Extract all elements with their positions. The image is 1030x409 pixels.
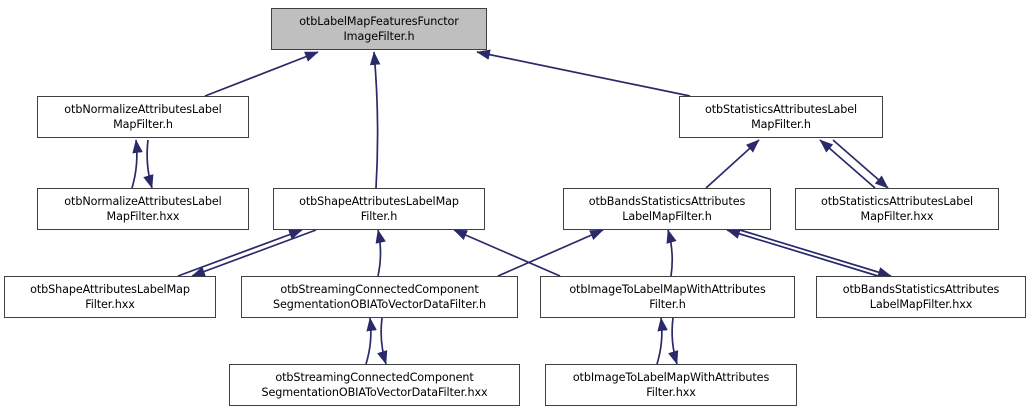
- graph-edge-n5-to-n10: [739, 229, 892, 278]
- graph-node-n12[interactable]: otbImageToLabelMapWithAttributes Filter.…: [545, 364, 797, 406]
- graph-edge-n11-to-n8: [365, 317, 377, 365]
- graph-node-n0[interactable]: otbLabelMapFeaturesFunctor ImageFilter.h: [271, 8, 487, 50]
- graph-node-label: otbNormalizeAttributesLabel MapFilter.h: [64, 103, 222, 131]
- graph-edge-n8-to-n5: [497, 229, 604, 277]
- graph-edge-n1-to-n3: [143, 139, 154, 189]
- graph-node-label: otbBandsStatisticsAttributes LabelMapFil…: [588, 195, 746, 223]
- graph-node-label: otbStreamingConnectedComponent Segmentat…: [261, 371, 488, 399]
- graph-node-label: otbBandsStatisticsAttributes LabelMapFil…: [842, 283, 1000, 311]
- graph-node-n3[interactable]: otbNormalizeAttributesLabel MapFilter.hx…: [37, 188, 249, 230]
- graph-node-label: otbImageToLabelMapWithAttributes Filter.…: [572, 371, 770, 399]
- graph-node-n10[interactable]: otbBandsStatisticsAttributes LabelMapFil…: [816, 276, 1026, 318]
- graph-node-n4[interactable]: otbShapeAttributesLabelMap Filter.h: [273, 188, 485, 230]
- graph-edge-n12-to-n9: [656, 317, 668, 365]
- graph-edge-n8-to-n4: [375, 229, 386, 277]
- graph-edge-n9-to-n12: [668, 317, 679, 365]
- graph-node-label: otbStatisticsAttributesLabel MapFilter.h: [704, 103, 858, 131]
- graph-edge-n8-to-n11: [377, 317, 388, 365]
- graph-edge-n2-to-n6: [832, 139, 889, 189]
- graph-edge-n4-to-n0: [369, 51, 381, 189]
- graph-node-n9[interactable]: otbImageToLabelMapWithAttributes Filter.…: [540, 276, 795, 318]
- graph-edge-n5-to-n2: [705, 139, 760, 189]
- graph-node-n7[interactable]: otbShapeAttributesLabelMap Filter.hxx: [4, 276, 216, 318]
- graph-edge-n10-to-n5: [726, 228, 879, 277]
- graph-edge-n4-to-n7: [191, 229, 317, 277]
- graph-node-label: otbImageToLabelMapWithAttributes Filter.…: [569, 283, 766, 311]
- graph-node-n8[interactable]: otbStreamingConnectedComponent Segmentat…: [241, 276, 518, 318]
- graph-node-label: otbNormalizeAttributesLabel MapFilter.hx…: [64, 195, 222, 223]
- graph-node-label: otbLabelMapFeaturesFunctor ImageFilter.h: [299, 15, 459, 43]
- graph-node-n2[interactable]: otbStatisticsAttributesLabel MapFilter.h: [679, 96, 883, 138]
- graph-edge-n3-to-n1: [131, 139, 143, 189]
- graph-node-label: otbStatisticsAttributesLabel MapFilter.h…: [820, 195, 974, 223]
- graph-edge-n7-to-n4: [177, 229, 303, 277]
- graph-node-label: otbShapeAttributesLabelMap Filter.hxx: [30, 283, 190, 311]
- graph-edge-n9-to-n4: [453, 229, 561, 277]
- graph-edge-n2-to-n0: [476, 49, 691, 97]
- graph-edge-n9-to-n5: [666, 229, 677, 277]
- graph-node-label: otbStreamingConnectedComponent Segmentat…: [272, 283, 487, 311]
- graph-node-n1[interactable]: otbNormalizeAttributesLabel MapFilter.h: [37, 96, 249, 138]
- graph-edge-n6-to-n2: [819, 139, 876, 189]
- graph-edge-n1-to-n0: [204, 51, 319, 97]
- graph-node-n5[interactable]: otbBandsStatisticsAttributes LabelMapFil…: [563, 188, 771, 230]
- graph-node-n6[interactable]: otbStatisticsAttributesLabel MapFilter.h…: [795, 188, 999, 230]
- graph-node-label: otbShapeAttributesLabelMap Filter.h: [299, 195, 459, 223]
- edges: [131, 49, 892, 365]
- graph-node-n11[interactable]: otbStreamingConnectedComponent Segmentat…: [229, 364, 520, 406]
